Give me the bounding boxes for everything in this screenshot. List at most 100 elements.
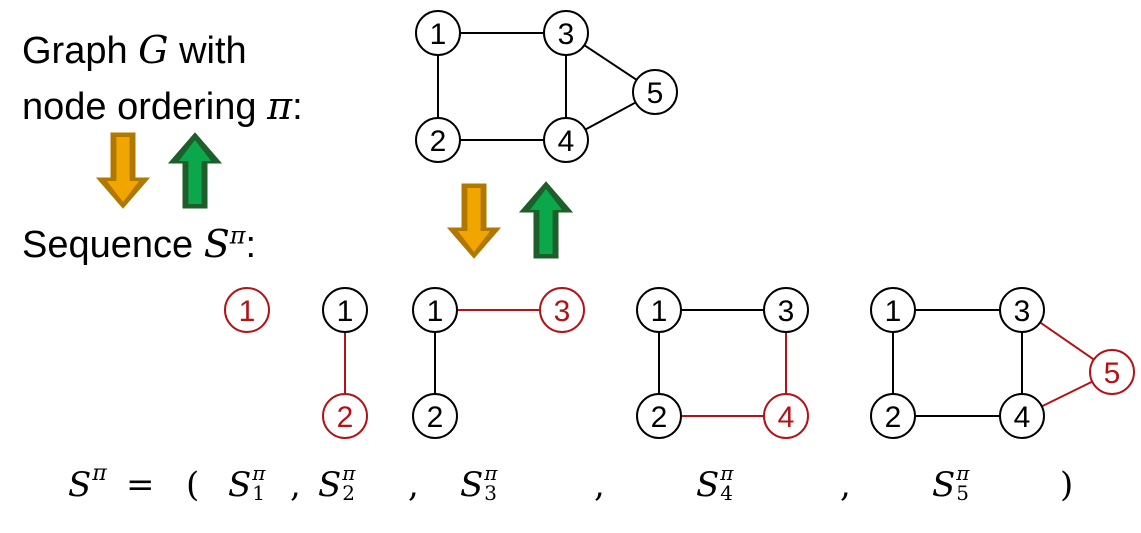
node-5: 5: [1089, 349, 1135, 395]
arrow-down-icon-left-down: [95, 132, 151, 209]
term-sup: π: [252, 461, 266, 485]
node-1: 1: [224, 287, 270, 333]
node-circle: [224, 287, 270, 333]
arrow-down-icon-center-down: [446, 183, 502, 259]
node-label: 2: [337, 401, 354, 434]
node-label: 4: [558, 125, 575, 158]
graph-label-suffix: with: [168, 30, 247, 72]
node-1: 1: [636, 287, 682, 333]
node-label: 1: [239, 295, 256, 328]
term-sub: 2: [342, 481, 356, 505]
node-2: 2: [412, 393, 458, 439]
sequence-step-5: 1 2 3 4 5: [870, 287, 1135, 439]
node-circle: [322, 287, 368, 333]
node-label: 4: [778, 401, 795, 434]
term-base: S: [932, 465, 956, 505]
node-3: 3: [763, 287, 809, 333]
node-label: 3: [558, 18, 575, 51]
formula-lhs-sup: π: [92, 461, 107, 486]
ordering-label-text: node ordering: [22, 86, 268, 128]
arrow-up-icon-center-up: [518, 181, 574, 259]
node-circle: [999, 393, 1045, 439]
sequence-label-text: Sequence: [22, 224, 204, 266]
node-circle: [415, 117, 461, 163]
graph-label-line2: node ordering π:: [22, 84, 303, 129]
formula-lhs-base: S: [68, 465, 92, 505]
term-sub: 5: [956, 481, 970, 505]
graph-label-text: Graph: [22, 30, 139, 72]
node-label: 3: [554, 295, 571, 328]
arrow-up-icon-left-up: [167, 132, 223, 209]
node-3: 3: [539, 287, 585, 333]
sequence-step-4: 1 2 3 4: [636, 287, 809, 439]
node-circle: [763, 287, 809, 333]
node-5: 5: [632, 69, 678, 115]
node-circle: [543, 117, 589, 163]
node-4: 4: [543, 117, 589, 163]
node-1: 1: [322, 287, 368, 333]
node-label: 2: [430, 125, 447, 158]
edge-3-5: [1039, 321, 1095, 361]
node-2: 2: [322, 393, 368, 439]
node-circle: [763, 393, 809, 439]
term-sup: π: [484, 461, 498, 485]
node-label: 2: [427, 401, 444, 434]
node-label: 3: [778, 295, 795, 328]
edge-4-5: [584, 101, 637, 131]
ordering-colon: :: [292, 86, 303, 128]
node-circle: [870, 287, 916, 333]
node-circle: [415, 10, 461, 56]
term-sub: 4: [720, 481, 734, 505]
graph-g: 1 2 3 4 5: [415, 10, 678, 163]
graph-label-line1: Graph G with: [22, 28, 247, 73]
term-sub: 3: [484, 481, 498, 505]
node-label: 3: [1014, 295, 1031, 328]
formula-comma-4: ,: [840, 465, 851, 505]
term-sup: π: [342, 461, 356, 485]
formula-lhs: Sπ: [68, 455, 107, 515]
edge-3-5: [583, 44, 638, 81]
node-label: 5: [1104, 357, 1121, 390]
formula-comma-2: ,: [408, 465, 419, 505]
node-circle: [412, 393, 458, 439]
node-label: 1: [427, 295, 444, 328]
term-sup: π: [956, 461, 970, 485]
term-base: S: [318, 465, 342, 505]
term-base: S: [460, 465, 484, 505]
node-circle: [636, 393, 682, 439]
node-circle: [539, 287, 585, 333]
arrow-inner: [457, 188, 491, 252]
sequence-sup: π: [229, 221, 246, 250]
node-label: 1: [430, 18, 447, 51]
sequence-step-3: 1 2 3: [412, 287, 585, 439]
node-2: 2: [415, 117, 461, 163]
sequence-step-2: 12: [322, 287, 368, 439]
node-2: 2: [870, 393, 916, 439]
sequence-step-1: 1: [224, 287, 270, 333]
node-label: 2: [651, 401, 668, 434]
arrow-inner: [529, 189, 563, 254]
node-1: 1: [415, 10, 461, 56]
node-circle: [322, 393, 368, 439]
sequence-colon: :: [245, 224, 257, 266]
node-4: 4: [763, 393, 809, 439]
edge-4-5: [1041, 380, 1093, 408]
node-label: 1: [885, 295, 902, 328]
sequence-symbol: S: [203, 222, 230, 266]
arrow-inner: [178, 140, 212, 204]
node-3: 3: [543, 10, 589, 56]
node-circle: [412, 287, 458, 333]
node-4: 4: [999, 393, 1045, 439]
formula-open-paren: (: [186, 465, 200, 505]
node-label: 1: [651, 295, 668, 328]
formula-close-paren: ): [1060, 465, 1074, 505]
graph-symbol: G: [138, 28, 169, 72]
term-base: S: [696, 465, 720, 505]
